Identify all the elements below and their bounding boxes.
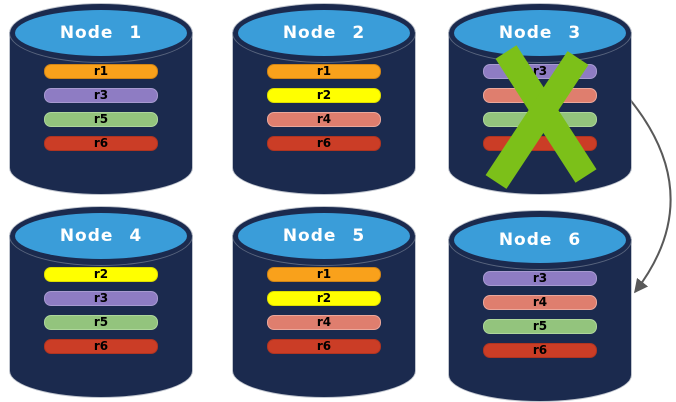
cylinder-top: Node 4 <box>15 213 187 259</box>
replica-bar-r2: r2 <box>267 291 381 306</box>
replica-label: r2 <box>93 267 109 281</box>
database-node: Node 1 r1 r3 r5 r6 <box>10 4 192 194</box>
replica-label: r5 <box>93 315 109 329</box>
replica-list: r3 <box>483 64 597 160</box>
replica-bar-r3: r3 <box>483 271 597 286</box>
database-node: Node 2 r1 r2 r4 r6 <box>233 4 415 194</box>
replica-bar-r5: r5 <box>44 112 158 127</box>
replica-label: r6 <box>93 339 109 353</box>
replica-label: r6 <box>316 136 332 150</box>
replica-label: r2 <box>316 88 332 102</box>
replica-bar-r3: r3 <box>44 291 158 306</box>
replica-bar-r6: r6 <box>44 136 158 151</box>
replica-bar-r5 <box>483 112 597 127</box>
cylinder-top: Node 6 <box>454 217 626 263</box>
replica-bar-r4: r4 <box>267 315 381 330</box>
replica-list: r3 r4 r5 r6 <box>483 271 597 367</box>
replica-label: r3 <box>93 88 109 102</box>
replica-bar-r4 <box>483 88 597 103</box>
replica-bar-r6: r6 <box>267 136 381 151</box>
replica-bar-r6: r6 <box>267 339 381 354</box>
replica-label: r4 <box>532 295 548 309</box>
replica-bar-r1: r1 <box>267 267 381 282</box>
replica-bar-r3: r3 <box>483 64 597 79</box>
replica-list: r1 r3 r5 r6 <box>44 64 158 160</box>
replica-list: r2 r3 r5 r6 <box>44 267 158 363</box>
replica-list: r1 r2 r4 r6 <box>267 267 381 363</box>
cylinder-top: Node 5 <box>238 213 410 259</box>
replica-label: r6 <box>93 136 109 150</box>
replica-label: r1 <box>93 64 109 78</box>
node-title: Node 6 <box>498 230 582 250</box>
replica-label: r5 <box>532 319 548 333</box>
node-title: Node 1 <box>59 23 143 43</box>
node-title: Node 2 <box>282 23 366 43</box>
database-node: Node 6 r3 r4 r5 r6 <box>449 211 631 401</box>
replica-list: r1 r2 r4 r6 <box>267 64 381 160</box>
replica-label: r3 <box>532 271 548 285</box>
replica-bar-r4: r4 <box>483 295 597 310</box>
replica-bar-r3: r3 <box>44 88 158 103</box>
replica-label: r3 <box>532 64 548 78</box>
node-title: Node 4 <box>59 226 143 246</box>
database-node: Node 4 r2 r3 r5 r6 <box>10 207 192 397</box>
replica-bar-r6: r6 <box>483 343 597 358</box>
replica-bar-r2: r2 <box>267 88 381 103</box>
cylinder-top: Node 3 <box>454 10 626 56</box>
replica-bar-r6: r6 <box>44 339 158 354</box>
cylinder-top: Node 2 <box>238 10 410 56</box>
replica-label: r1 <box>316 64 332 78</box>
node-title: Node 3 <box>498 23 582 43</box>
database-node: Node 5 r1 r2 r4 r6 <box>233 207 415 397</box>
replica-bar-r6 <box>483 136 597 151</box>
node-title: Node 5 <box>282 226 366 246</box>
replica-bar-r5: r5 <box>483 319 597 334</box>
replica-label: r1 <box>316 267 332 281</box>
replica-bar-r2: r2 <box>44 267 158 282</box>
replica-label: r6 <box>532 343 548 357</box>
replica-bar-r5: r5 <box>44 315 158 330</box>
replica-label: r5 <box>93 112 109 126</box>
replica-label: r4 <box>316 315 332 329</box>
replica-label: r2 <box>316 291 332 305</box>
replica-label: r3 <box>93 291 109 305</box>
cylinder-top: Node 1 <box>15 10 187 56</box>
replica-label: r6 <box>316 339 332 353</box>
database-node: Node 3 r3 <box>449 4 631 194</box>
replica-bar-r1: r1 <box>267 64 381 79</box>
replica-label: r4 <box>316 112 332 126</box>
replica-bar-r4: r4 <box>267 112 381 127</box>
replica-bar-r1: r1 <box>44 64 158 79</box>
